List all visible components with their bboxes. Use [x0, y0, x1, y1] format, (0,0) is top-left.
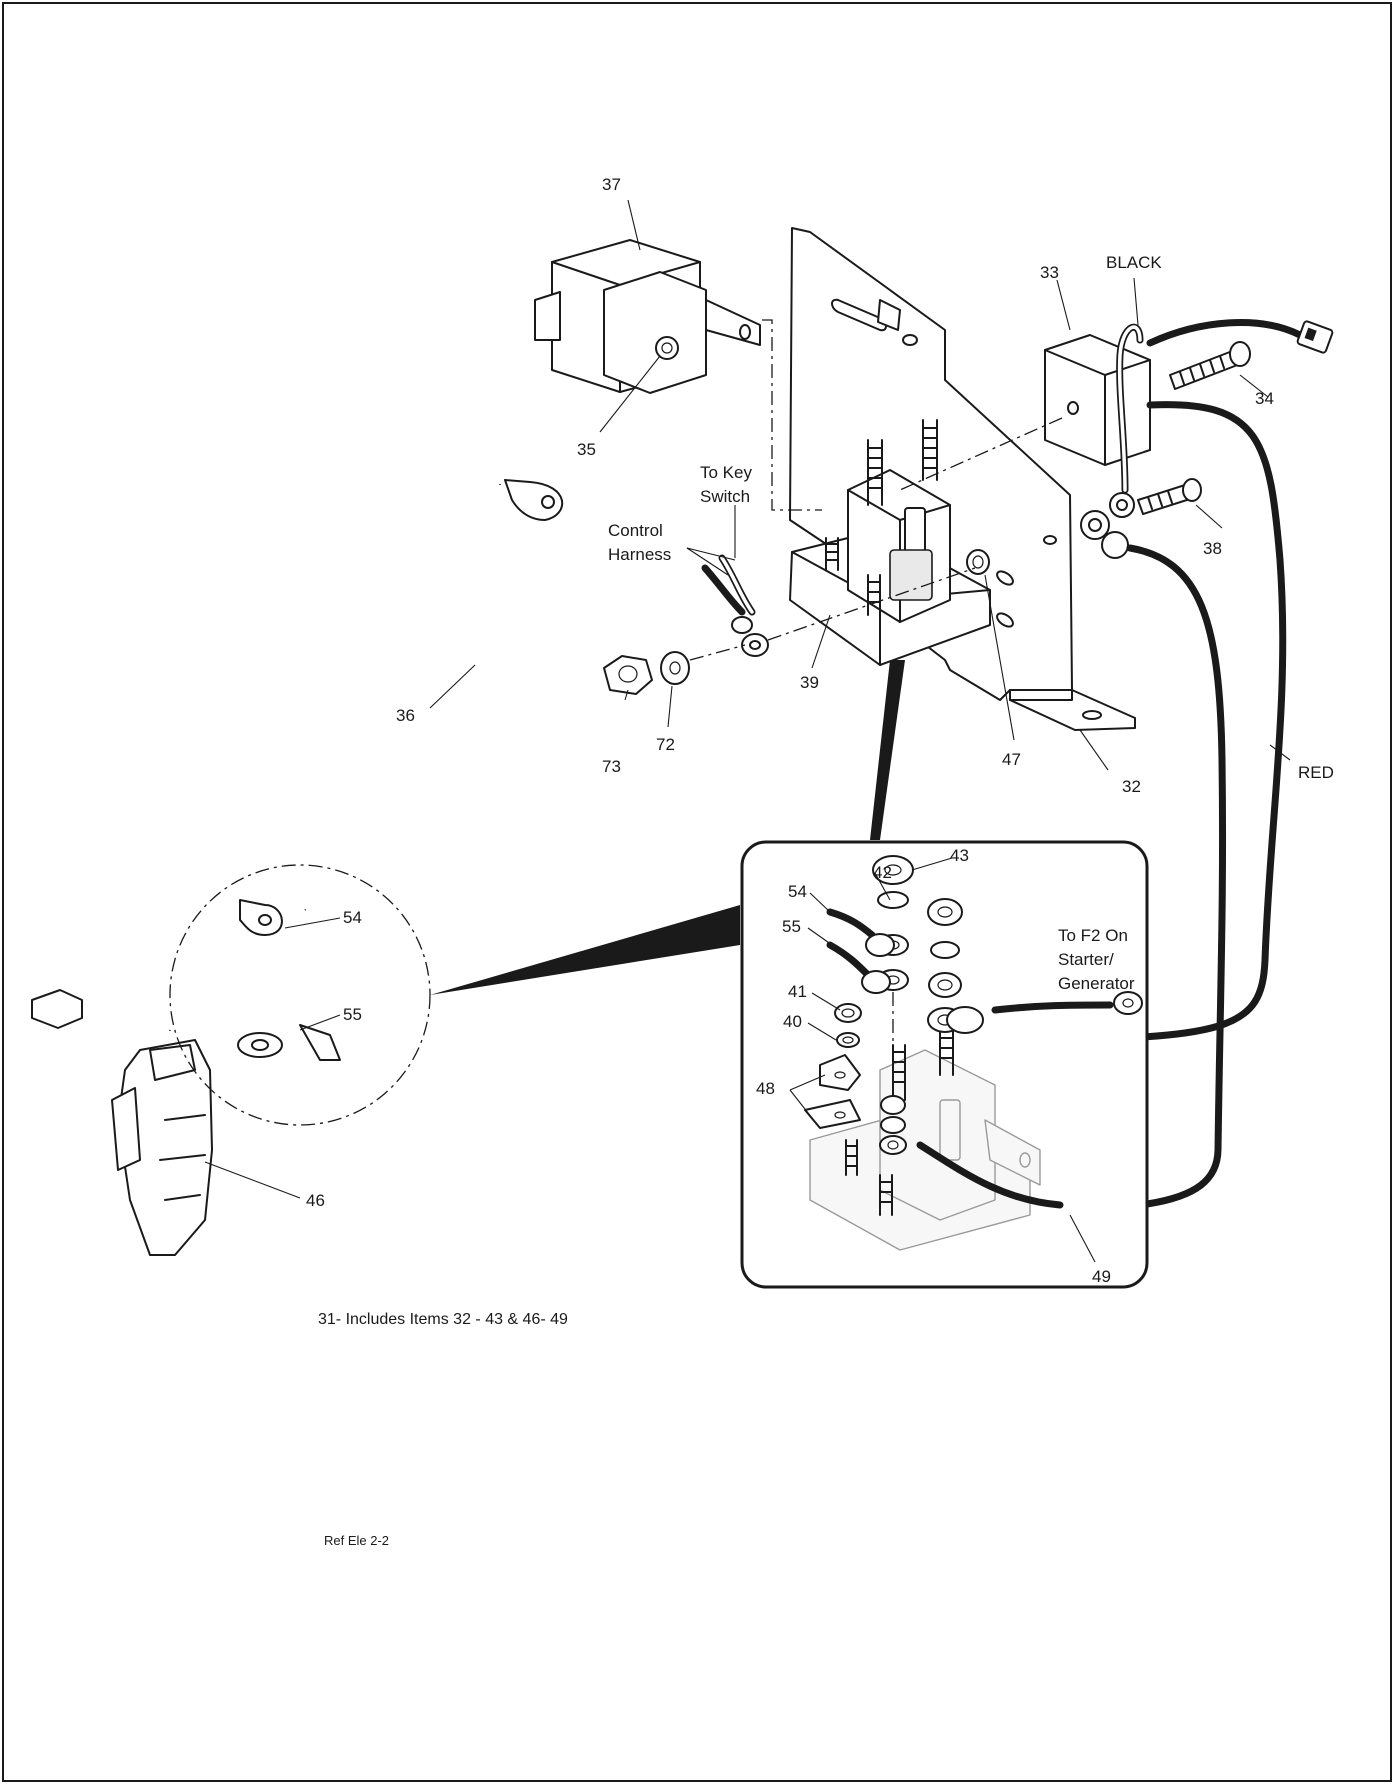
callout-38: 38: [1203, 539, 1222, 558]
callout-54-left: 54: [343, 908, 362, 927]
callout-46: 46: [306, 1191, 325, 1210]
callout-72: 72: [656, 735, 675, 754]
washer-72: [660, 651, 690, 685]
callout-36: 36: [396, 706, 415, 725]
note-black: BLACK: [1106, 253, 1162, 272]
note-control-1: Control: [608, 521, 663, 540]
callout-54-detail: 54: [788, 882, 807, 901]
callout-34: 34: [1255, 389, 1274, 408]
callout-73: 73: [602, 757, 621, 776]
callout-41: 41: [788, 982, 807, 1001]
callout-33: 33: [1040, 263, 1059, 282]
callout-49: 49: [1092, 1267, 1111, 1286]
note-red: RED: [1298, 763, 1334, 782]
note-control-2: Harness: [608, 545, 671, 564]
cable-36: [157, 479, 564, 953]
relay-component: [534, 239, 822, 511]
nut-73: [603, 655, 653, 695]
note-f2-1: To F2 On: [1058, 926, 1128, 945]
callout-labels: 37 35 33 BLACK 34 38 To Key Switch Contr…: [306, 175, 1334, 1286]
callout-42: 42: [873, 863, 892, 882]
reference-text: Ref Ele 2-2: [324, 1533, 389, 1548]
caption-text: 31- Includes Items 32 - 43 & 46- 49: [318, 1311, 568, 1328]
note-f2-2: Starter/: [1058, 950, 1114, 969]
callout-39: 39: [800, 673, 819, 692]
detail-pointer-left: [430, 905, 740, 995]
callout-37: 37: [602, 175, 621, 194]
mounting-bracket: [789, 227, 1136, 731]
detail-box: [740, 840, 1149, 1289]
black-wire: [1080, 323, 1144, 559]
callout-43: 43: [950, 846, 969, 865]
callout-47: 47: [1002, 750, 1021, 769]
bolt-38: [1137, 478, 1202, 515]
callout-32: 32: [1122, 777, 1141, 796]
leader-lines: [204, 199, 1291, 1263]
bolt-34: [1169, 341, 1251, 390]
detail-pointer-top: [870, 660, 905, 840]
connector-46: [31, 985, 341, 1256]
control-harness: [701, 554, 769, 657]
note-f2-3: Generator: [1058, 974, 1135, 993]
note-to-key-2: Switch: [700, 487, 750, 506]
callout-35: 35: [577, 440, 596, 459]
callout-48: 48: [756, 1079, 775, 1098]
note-to-key-1: To Key: [700, 463, 752, 482]
callout-40: 40: [783, 1012, 802, 1031]
callout-55-detail: 55: [782, 917, 801, 936]
callout-55-left: 55: [343, 1005, 362, 1024]
